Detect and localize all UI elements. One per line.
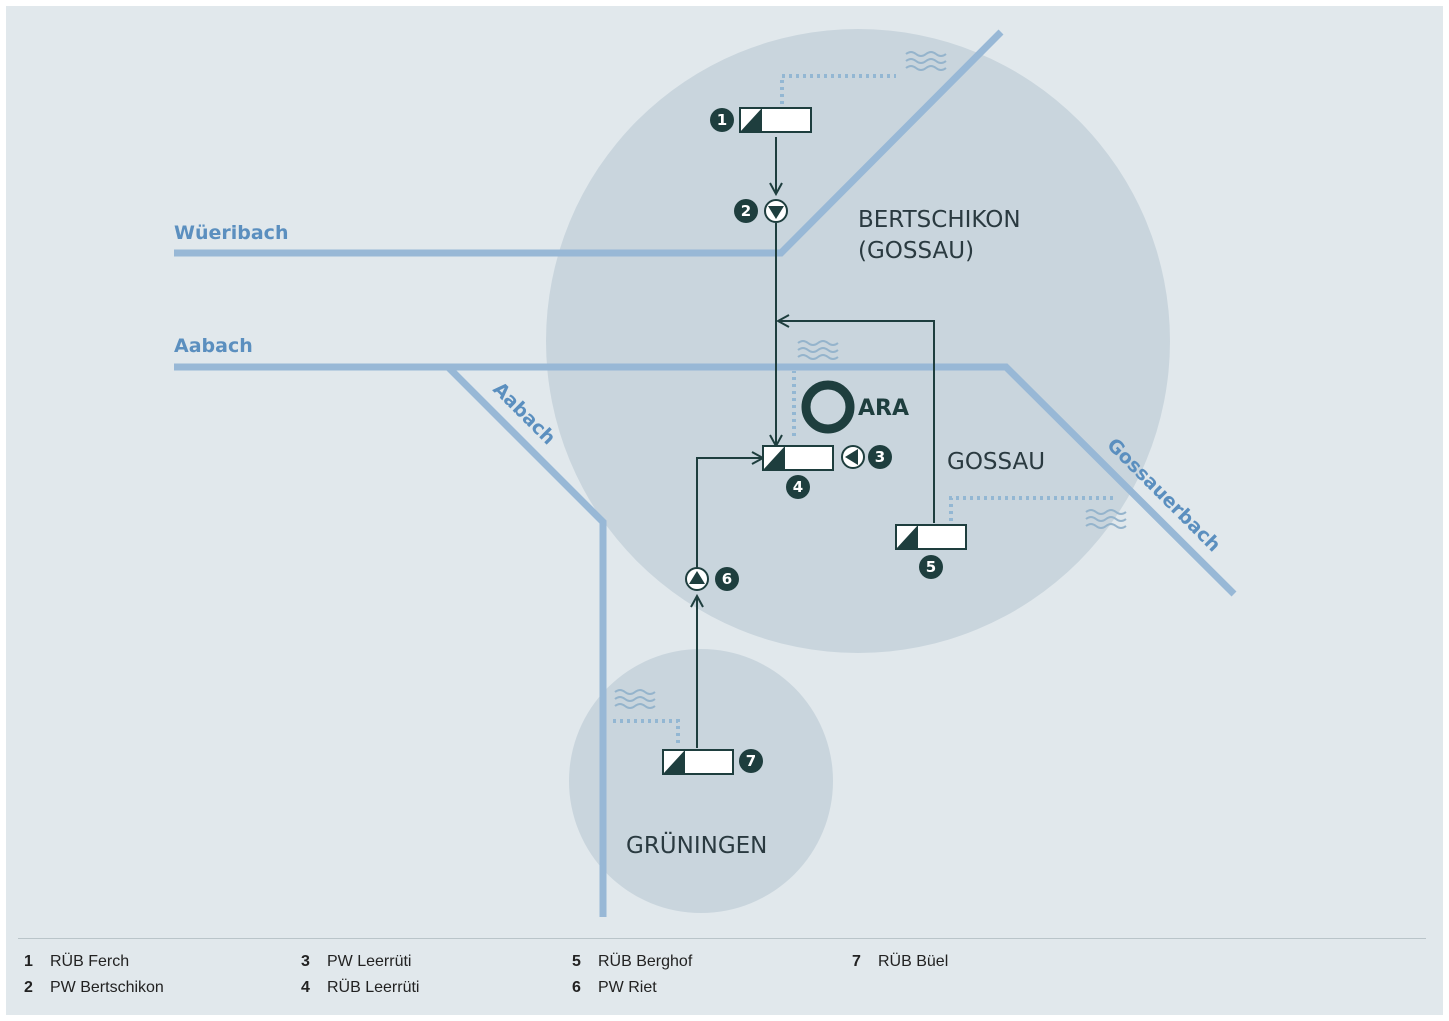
diagram-frame: Wüeribach Aabach Aabach Gossauerbach xyxy=(6,6,1443,1015)
facility-7-ruebb xyxy=(662,749,734,775)
receiving-water-icon-5 xyxy=(1085,509,1127,529)
flow-line-5-to-main xyxy=(778,321,935,523)
marker-badge-2: 2 xyxy=(734,199,758,223)
overflow-line-7 xyxy=(613,719,680,746)
overflow-line-5 xyxy=(949,496,1116,521)
receiving-water-icon-1 xyxy=(905,51,947,71)
legend-item: 5 RÜB Berghof xyxy=(572,953,692,971)
ara-treatment-plant-icon xyxy=(801,380,855,434)
facility-5-ruebb xyxy=(895,524,967,550)
legend-item: 3 PW Leerrüti xyxy=(301,953,411,971)
catchment-area-bertschikon-gossau xyxy=(546,29,1170,653)
legend-item: 4 RÜB Leerrüti xyxy=(301,979,419,997)
legend-item: 7 RÜB Büel xyxy=(852,953,948,971)
svg-text:6: 6 xyxy=(722,570,732,588)
marker-badge-6: 6 xyxy=(715,567,739,591)
legend-item: 2 PW Bertschikon xyxy=(24,979,164,997)
area-label-bertschikon: BERTSCHIKON xyxy=(858,207,1021,233)
facility-6-pump-icon xyxy=(685,567,709,591)
svg-text:2: 2 xyxy=(741,202,751,220)
marker-badge-3: 3 xyxy=(868,445,892,469)
area-label-bertschikon-sub: (GOSSAU) xyxy=(858,238,974,264)
receiving-water-icon-ara xyxy=(797,340,839,360)
legend-label: PW Bertschikon xyxy=(50,979,164,996)
legend-label: RÜB Berghof xyxy=(598,953,693,970)
legend-item: 6 PW Riet xyxy=(572,979,657,997)
marker-badge-4: 4 xyxy=(786,475,810,499)
legend-label: RÜB Ferch xyxy=(50,953,130,970)
svg-text:7: 7 xyxy=(746,752,756,770)
area-label-gossau: GOSSAU xyxy=(947,449,1045,475)
facility-2-pump-icon xyxy=(764,199,788,223)
receiving-water-icon-7 xyxy=(614,689,656,709)
legend-number: 1 xyxy=(24,953,33,970)
marker-badge-5: 5 xyxy=(919,555,943,579)
flow-line-6-to-4 xyxy=(696,458,763,569)
svg-text:5: 5 xyxy=(926,558,936,576)
overflow-line-1 xyxy=(780,74,896,104)
legend-number: 6 xyxy=(572,979,581,996)
legend-number: 5 xyxy=(572,953,581,970)
svg-text:4: 4 xyxy=(793,478,803,496)
stream-label-wueeribach: Wüeribach xyxy=(174,222,288,244)
area-label-grueningen: GRÜNINGEN xyxy=(626,831,767,859)
legend-label: RÜB Leerrüti xyxy=(327,979,420,996)
legend-number: 3 xyxy=(301,953,310,970)
legend-label: RÜB Büel xyxy=(878,953,949,970)
facility-1-ruebb xyxy=(739,107,812,133)
legend-divider xyxy=(18,938,1426,939)
catchment-area-grueningen xyxy=(569,649,833,913)
sewer-network-diagram: Wüeribach Aabach Aabach Gossauerbach xyxy=(174,29,1237,917)
legend-number: 4 xyxy=(301,979,310,996)
facility-3-pump-icon xyxy=(841,445,865,469)
marker-badge-7: 7 xyxy=(739,749,763,773)
legend-item: 1 RÜB Ferch xyxy=(24,953,129,971)
legend-label: PW Riet xyxy=(598,979,657,996)
stream-wueeribach xyxy=(174,29,1004,257)
stream-label-aabach: Aabach xyxy=(174,335,253,357)
legend-number: 7 xyxy=(852,953,861,970)
svg-text:1: 1 xyxy=(717,111,727,129)
facility-4-ruebb xyxy=(762,445,834,471)
legend-number: 2 xyxy=(24,979,33,996)
marker-badge-1: 1 xyxy=(710,108,734,132)
svg-text:3: 3 xyxy=(875,448,885,466)
legend-label: PW Leerrüti xyxy=(327,953,412,970)
stream-aabach-diagonal xyxy=(445,364,607,917)
ara-label: ARA xyxy=(858,396,909,421)
